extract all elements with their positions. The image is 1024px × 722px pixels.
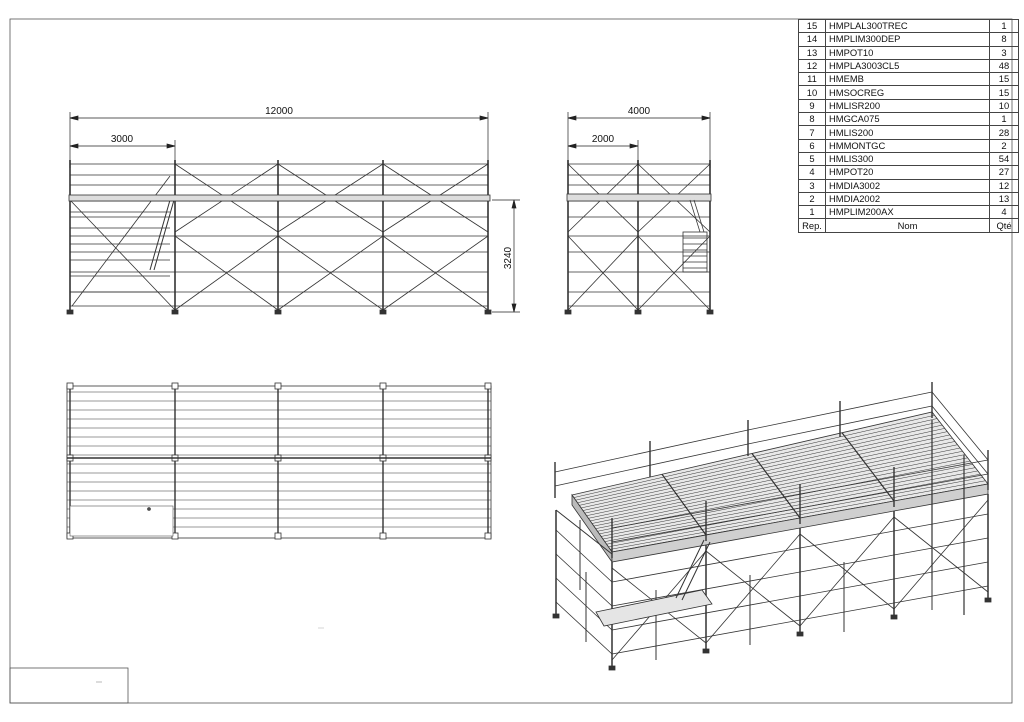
bom-cell-nom: HMPLA3003CL5	[825, 58, 990, 74]
bom-cell-qte: 15	[989, 72, 1019, 87]
bom-cell-nom: HMDIA2002	[825, 191, 990, 207]
bom-cell-qte: 8	[989, 32, 1019, 47]
side-bay-width-label: 2000	[592, 134, 615, 145]
side-overall-width-label: 4000	[628, 106, 651, 117]
bom-cell-rep: 5	[798, 151, 826, 167]
side-dimensions	[567, 112, 711, 168]
bom-cell-rep: 8	[798, 112, 826, 127]
bom-cell-qte: 1	[989, 18, 1019, 34]
bom-cell-rep: 14	[798, 32, 826, 47]
bom-cell-rep: 11	[798, 72, 826, 87]
bom-cell-nom: HMLIS300	[825, 151, 990, 167]
bom-header-nom: Nom	[825, 218, 990, 233]
bom-cell-nom: HMPOT10	[825, 45, 990, 60]
bom-cell-rep: 4	[798, 165, 826, 180]
bom-cell-qte: 15	[989, 85, 1019, 100]
bom-header-qte: Qté	[989, 218, 1019, 233]
bom-cell-nom: HMLISR200	[825, 98, 990, 114]
bom-cell-qte: 1	[989, 112, 1019, 127]
front-overall-length-label: 12000	[265, 106, 293, 117]
front-dimensions	[69, 112, 520, 313]
bom-cell-qte: 4	[989, 205, 1019, 220]
front-elevation-view	[66, 160, 492, 315]
bom-cell-qte: 48	[989, 58, 1019, 74]
bom-cell-rep: 7	[798, 125, 826, 140]
bom-cell-nom: HMGCA075	[825, 112, 990, 127]
front-bay-length-label: 3000	[111, 134, 134, 145]
bom-cell-qte: 2	[989, 138, 1019, 153]
bom-cell-qte: 3	[989, 45, 1019, 60]
bom-cell-qte: 27	[989, 165, 1019, 180]
bom-cell-qte: 10	[989, 98, 1019, 114]
bom-cell-qte: 12	[989, 178, 1019, 193]
side-elevation-view	[564, 160, 714, 315]
bom-cell-nom: HMPLIM300DEP	[825, 32, 990, 47]
bom-header-rep: Rep.	[798, 218, 826, 233]
bom-cell-rep: 1	[798, 205, 826, 220]
bom-cell-rep: 10	[798, 85, 826, 100]
bom-cell-nom: HMLIS200	[825, 125, 990, 140]
bom-cell-qte: 13	[989, 191, 1019, 207]
bom-cell-nom: HMPOT20	[825, 165, 990, 180]
bom-cell-nom: HMMONTGC	[825, 138, 990, 153]
title-block	[9, 667, 129, 704]
bom-cell-qte: 28	[989, 125, 1019, 140]
bom-cell-rep: 9	[798, 98, 826, 114]
bom-cell-qte: 54	[989, 151, 1019, 167]
bom-cell-nom: HMDIA3002	[825, 178, 990, 193]
bom-cell-nom: HMPLIM200AX	[825, 205, 990, 220]
bom-cell-rep: 13	[798, 45, 826, 60]
sheet-frame	[9, 18, 1013, 704]
front-height-label: 3240	[503, 246, 514, 269]
bom-cell-rep: 15	[798, 18, 826, 34]
plan-view	[66, 382, 492, 540]
bom-cell-nom: HMPLAL300TREC	[825, 18, 990, 34]
bom-cell-rep: 6	[798, 138, 826, 153]
isometric-view	[552, 382, 992, 671]
bom-cell-rep: 2	[798, 191, 826, 207]
bom-cell-rep: 3	[798, 178, 826, 193]
bom-cell-nom: HMEMB	[825, 72, 990, 87]
bom-cell-rep: 12	[798, 58, 826, 74]
bom-cell-nom: HMSOCREG	[825, 85, 990, 100]
